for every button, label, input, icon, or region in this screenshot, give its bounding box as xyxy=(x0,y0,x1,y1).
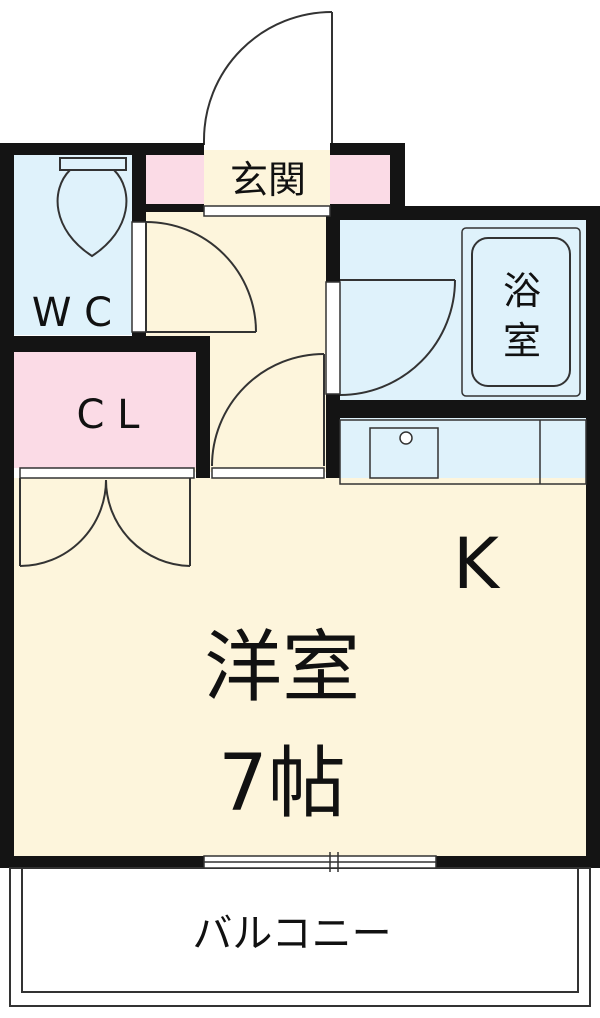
balcony-window xyxy=(203,852,437,872)
balcony-label: バルコニー xyxy=(192,911,391,957)
bathtub xyxy=(461,227,581,397)
toilet-icon xyxy=(56,157,128,258)
room-size-label: 7帖 xyxy=(218,739,346,829)
bath-label-line1: 浴 xyxy=(503,269,541,313)
western-room-label: 洋室 xyxy=(204,623,360,713)
thresholds xyxy=(19,205,341,479)
closet-floor xyxy=(14,352,198,468)
wc-label: W C xyxy=(32,290,112,336)
main-room-floor xyxy=(14,478,586,858)
entrance-door-outside xyxy=(203,11,333,145)
kitchen-unit xyxy=(339,419,587,485)
bath-label-line2: 室 xyxy=(503,319,541,363)
entrance-label: 玄関 xyxy=(230,158,306,202)
closet-label: C L xyxy=(77,392,141,438)
door-swings xyxy=(19,221,456,567)
kitchen-label: K xyxy=(453,523,501,605)
entrance-floor xyxy=(204,150,330,208)
